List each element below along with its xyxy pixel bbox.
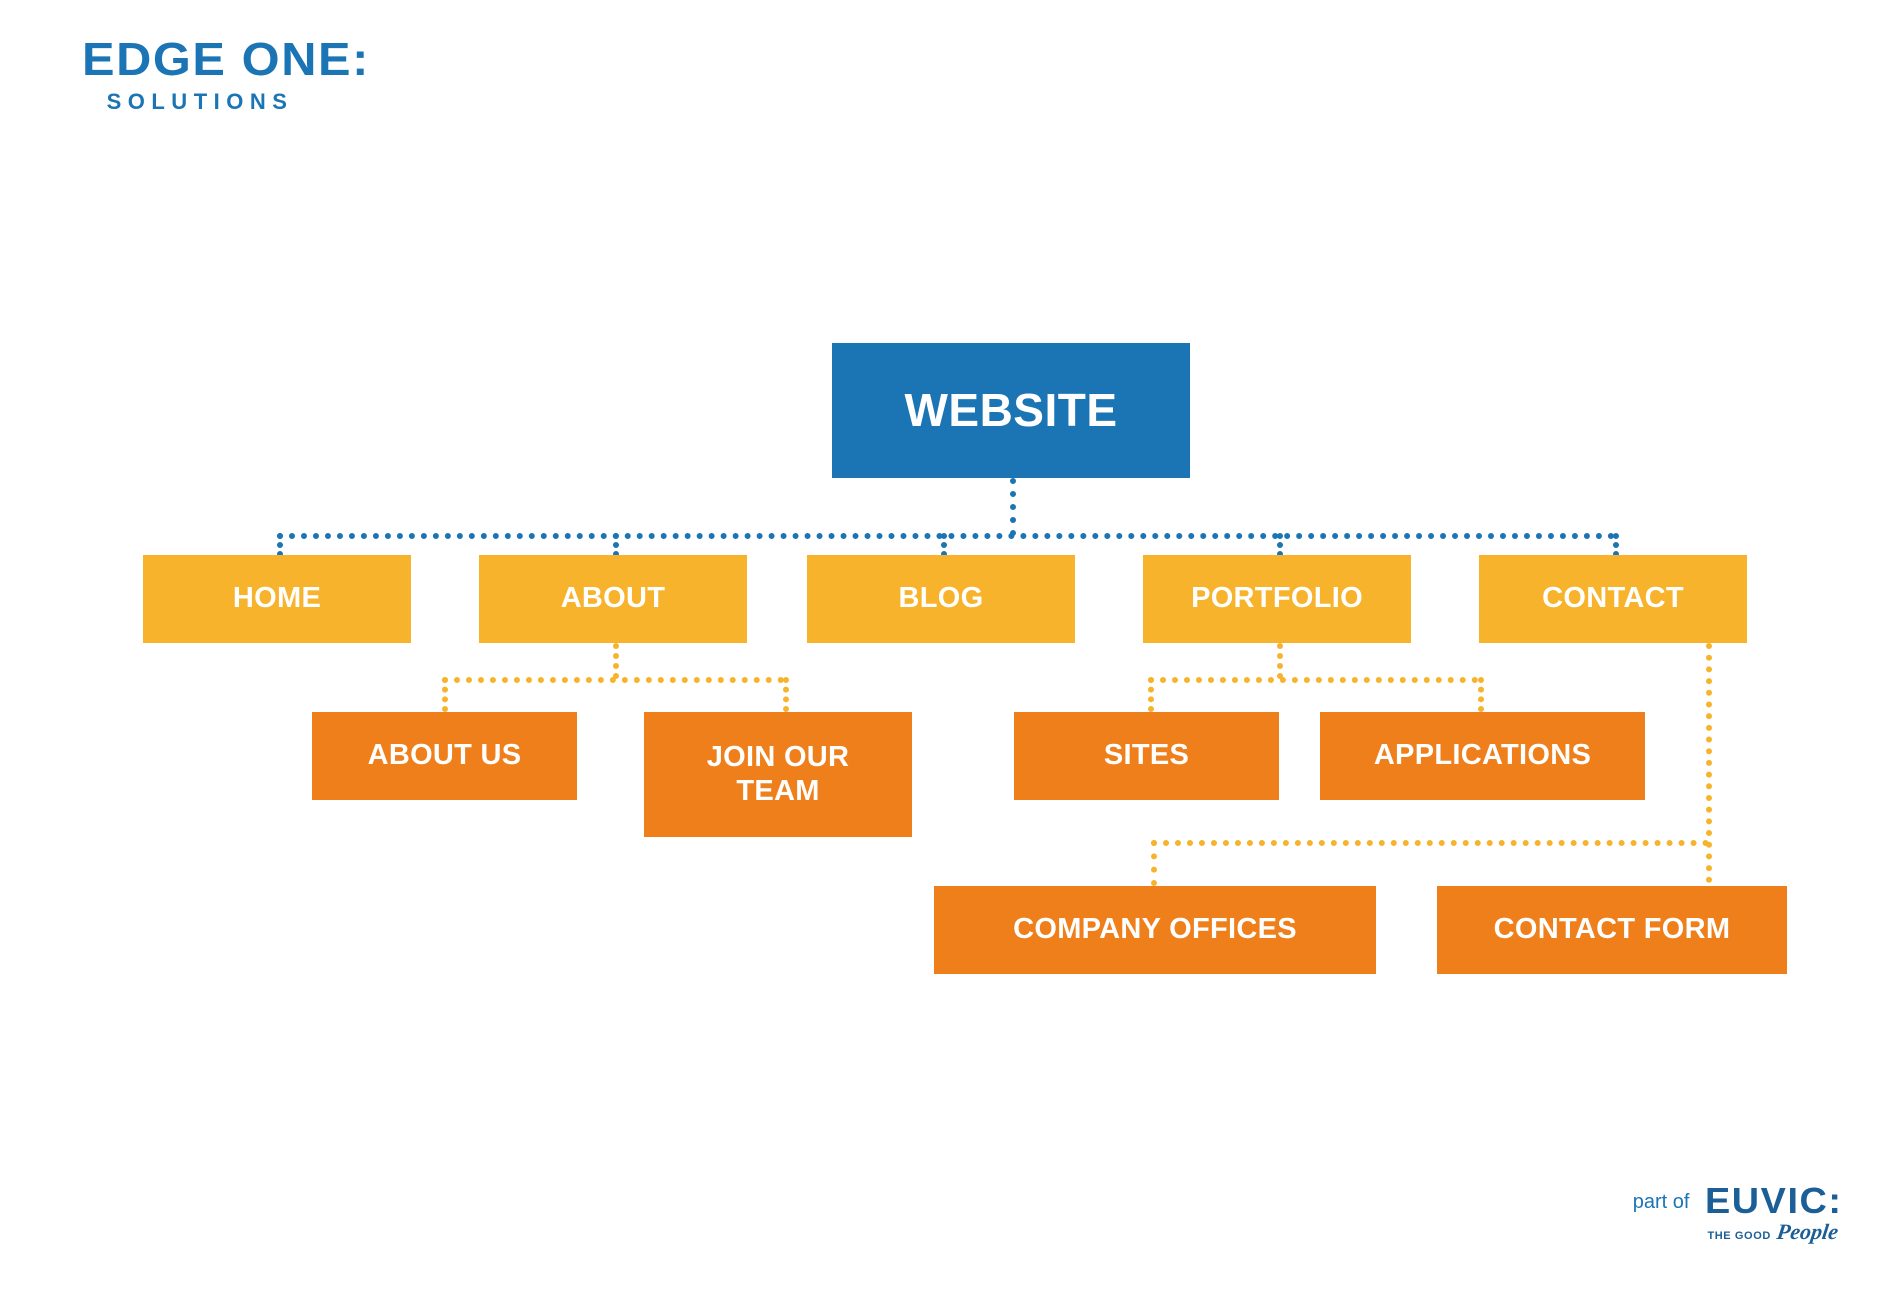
node-contact-form[interactable]: CONTACT FORM bbox=[1437, 886, 1787, 974]
edge-one-solutions-logo: EDGE ONE: SOLUTIONS bbox=[82, 36, 368, 114]
connector-to-sites bbox=[1148, 677, 1154, 712]
connector-to-contact bbox=[1613, 533, 1619, 557]
node-company-offices-label: COMPANY OFFICES bbox=[1013, 913, 1297, 946]
node-home[interactable]: HOME bbox=[143, 555, 411, 643]
connector-to-home bbox=[277, 533, 283, 557]
node-home-label: HOME bbox=[232, 582, 322, 615]
connector-to-join-our-team bbox=[783, 677, 789, 712]
node-about-us-label: ABOUT US bbox=[367, 739, 522, 772]
node-website[interactable]: WEBSITE bbox=[832, 343, 1190, 478]
node-contact-form-label: CONTACT FORM bbox=[1493, 913, 1731, 946]
logo-subword: SOLUTIONS bbox=[106, 89, 294, 114]
node-about-us[interactable]: ABOUT US bbox=[312, 712, 577, 800]
connector-to-about bbox=[613, 533, 619, 557]
connector-contact-bus bbox=[1151, 840, 1709, 846]
node-about-label: ABOUT bbox=[560, 582, 666, 615]
connector-about-stub bbox=[613, 643, 619, 679]
connector-to-portfolio bbox=[1277, 533, 1283, 557]
node-applications-label: APPLICATIONS bbox=[1373, 739, 1592, 772]
euvic-wordmark: EUVIC: bbox=[1705, 1180, 1844, 1221]
node-portfolio-label: PORTFOLIO bbox=[1191, 582, 1363, 615]
euvic-footer-logo: part of EUVIC: THE GOOD People bbox=[1632, 1183, 1842, 1245]
node-blog[interactable]: BLOG bbox=[807, 555, 1075, 643]
connector-to-blog bbox=[941, 533, 947, 557]
connector-website-stub bbox=[1010, 478, 1016, 536]
node-portfolio[interactable]: PORTFOLIO bbox=[1143, 555, 1411, 643]
node-join-our-team[interactable]: JOIN OUR TEAM bbox=[644, 712, 912, 837]
node-sites[interactable]: SITES bbox=[1014, 712, 1279, 800]
euvic-tagline-small: THE GOOD bbox=[1707, 1230, 1771, 1242]
connector-portfolio-stub bbox=[1277, 643, 1283, 679]
node-join-our-team-label: JOIN OUR TEAM bbox=[706, 740, 850, 807]
node-blog-label: BLOG bbox=[898, 582, 984, 615]
node-website-label: WEBSITE bbox=[904, 383, 1118, 436]
footer-part-of-label: part of bbox=[1632, 1191, 1690, 1213]
connector-about-bus bbox=[442, 677, 784, 683]
node-sites-label: SITES bbox=[1103, 739, 1190, 772]
node-contact[interactable]: CONTACT bbox=[1479, 555, 1747, 643]
connector-portfolio-bus bbox=[1148, 677, 1478, 683]
euvic-tagline: THE GOOD People bbox=[1707, 1219, 1840, 1244]
connector-to-applications bbox=[1478, 677, 1484, 712]
node-contact-label: CONTACT bbox=[1542, 582, 1684, 615]
connector-to-about-us bbox=[442, 677, 448, 712]
connector-contact-trunk bbox=[1706, 643, 1712, 883]
logo-wordmark: EDGE ONE: bbox=[82, 33, 370, 85]
node-company-offices[interactable]: COMPANY OFFICES bbox=[934, 886, 1376, 974]
node-applications[interactable]: APPLICATIONS bbox=[1320, 712, 1645, 800]
connector-to-company-offices bbox=[1151, 840, 1157, 886]
euvic-logo-block: EUVIC: THE GOOD People bbox=[1705, 1183, 1841, 1245]
node-about[interactable]: ABOUT bbox=[479, 555, 747, 643]
euvic-tagline-script: People bbox=[1775, 1219, 1840, 1244]
